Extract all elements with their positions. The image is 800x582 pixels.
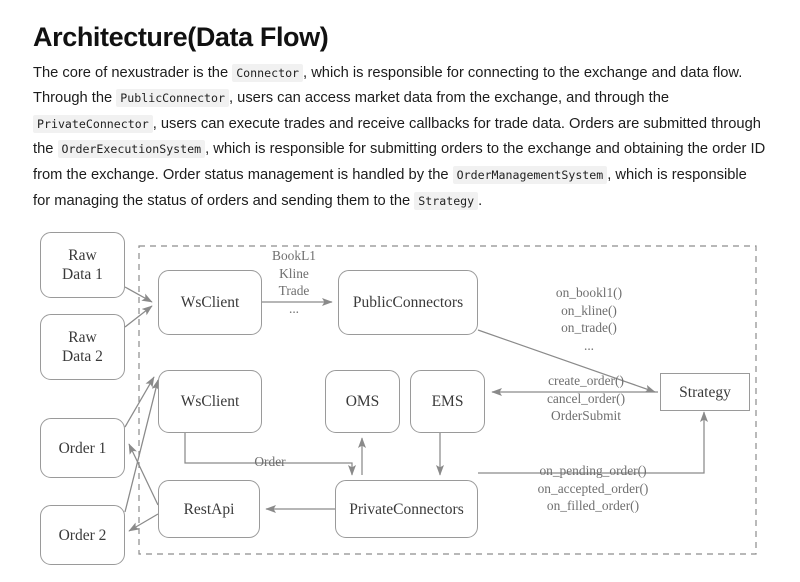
- node-label: Strategy: [679, 383, 731, 401]
- node-label: Order 1: [58, 439, 107, 457]
- node-ems[interactable]: EMS: [410, 370, 485, 433]
- system-boundary: [138, 245, 757, 555]
- para-text-1: The core of nexustrader is the: [33, 64, 233, 81]
- para-text-5: , which is responsible for submitting or…: [33, 141, 766, 184]
- edge-rawdata1-wsclient: [124, 286, 153, 303]
- node-ws-client-top[interactable]: WsClient: [158, 270, 262, 335]
- para-text-4: , users can execute trades and receive c…: [33, 115, 761, 158]
- node-label: PublicConnectors: [352, 294, 464, 311]
- node-raw-data-1[interactable]: Raw Data 1: [40, 232, 125, 298]
- node-order-1[interactable]: Order 1: [40, 418, 125, 478]
- node-label: PrivateConnectors: [349, 500, 464, 518]
- edge-publicconnectors-strategy: [477, 329, 656, 393]
- edge-wsclient-privateconnectors: [184, 433, 357, 476]
- edge-order1-wsclient: [124, 376, 155, 428]
- node-label: Raw Data 1: [62, 247, 103, 283]
- diagram-edges: [124, 245, 757, 555]
- edge-order2-wsclient: [124, 379, 160, 513]
- node-rest-api[interactable]: RestApi: [158, 480, 260, 538]
- para-text-3: , users can access market data from the …: [229, 90, 670, 107]
- architecture-diagram: Raw Data 1 Raw Data 2 Order 1 Order 2 Ws…: [0, 222, 800, 582]
- node-public-connectors[interactable]: PublicConnectors: [338, 270, 478, 335]
- page-title: Architecture(Data Flow): [33, 22, 329, 53]
- code-order-execution-system: OrderExecutionSystem: [57, 140, 206, 159]
- code-connector: Connector: [232, 63, 304, 82]
- node-private-connectors[interactable]: PrivateConnectors: [335, 480, 478, 538]
- node-oms[interactable]: OMS: [325, 370, 400, 433]
- node-label: Raw Data 2: [62, 329, 103, 365]
- intro-paragraph: The core of nexustrader is the Connector…: [33, 61, 767, 215]
- node-ws-client-bottom[interactable]: WsClient: [158, 370, 262, 433]
- edge-restapi-order1: [128, 443, 159, 506]
- code-strategy: Strategy: [414, 191, 479, 210]
- edge-privateconnectors-strategy: [478, 411, 708, 474]
- edge-rawdata2-wsclient: [124, 305, 153, 328]
- code-private-connector: PrivateConnector: [33, 114, 153, 133]
- node-label: OMS: [345, 393, 380, 410]
- para-text-2: , which is responsible for connecting to…: [33, 64, 743, 107]
- node-strategy[interactable]: Strategy: [660, 373, 750, 411]
- para-text-7: .: [478, 192, 483, 209]
- node-label: EMS: [431, 393, 464, 410]
- node-raw-data-2[interactable]: Raw Data 2: [40, 314, 125, 380]
- node-label: RestApi: [183, 500, 235, 518]
- code-order-management-system: OrderManagementSystem: [452, 166, 608, 185]
- para-text-6: , which is responsible for managing the …: [33, 167, 747, 209]
- node-label: WsClient: [180, 393, 240, 410]
- node-label: WsClient: [180, 294, 240, 311]
- code-public-connector: PublicConnector: [116, 89, 229, 108]
- edge-restapi-order2: [128, 513, 159, 532]
- node-label: Order 2: [58, 526, 107, 544]
- node-order-2[interactable]: Order 2: [40, 505, 125, 565]
